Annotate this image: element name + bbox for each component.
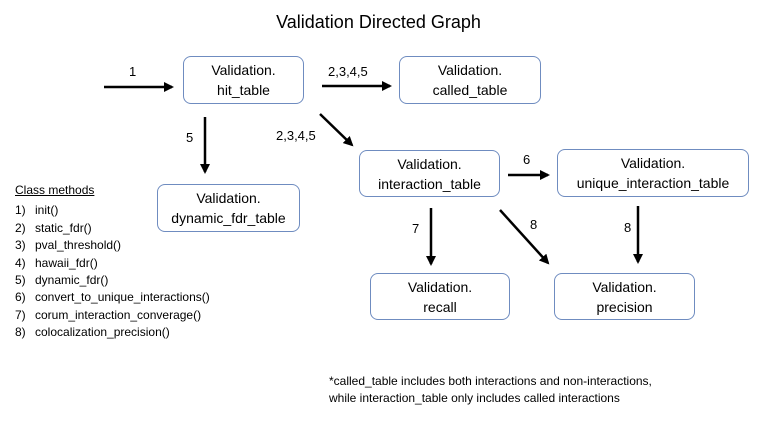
class-method-number: 5): [15, 273, 26, 288]
node-recall-line-1: Validation.: [407, 278, 473, 295]
edge-label-interaction-to-precision: 8: [530, 217, 538, 232]
edge-label-hit-to-dynamic: 5: [186, 130, 194, 145]
node-precision-line-1: Validation.: [592, 278, 657, 295]
class-method-label: pval_threshold(): [35, 238, 122, 253]
class-method-item: 2) static_fdr(): [15, 220, 210, 237]
edge-label-hit-to-called: 2,3,4,5: [328, 64, 368, 79]
class-methods-list: 1) init() 2) static_fdr() 3) pval_threshold…: [15, 202, 210, 341]
class-method-item: 1) init(): [15, 202, 210, 219]
class-method-label: static_fdr(): [35, 220, 92, 235]
node-interaction-table-line-2: interaction_table: [378, 175, 481, 192]
node-called-table-line-2: called_table: [432, 82, 508, 98]
node-unique-interaction-table-line-2: unique_interaction_table: [576, 175, 730, 191]
class-method-number: 2): [15, 220, 26, 235]
class-method-item: 6) convert_to_unique_interactions(): [15, 289, 210, 306]
class-method-item: 8) colocalization_precision(): [15, 324, 210, 341]
node-interaction-table: Validation. interaction_table: [359, 150, 500, 197]
footnote-line-2: while interaction_table only includes ca…: [329, 391, 620, 405]
class-method-item: 7) corum_interaction_converage(): [15, 307, 210, 324]
node-recall-line-2: recall: [423, 298, 457, 315]
class-methods-heading: Class methods: [15, 183, 95, 197]
footnote: *called_table includes both interactions…: [329, 373, 652, 407]
class-method-number: 7): [15, 307, 26, 322]
footnote-line-1: *called_table includes both interactions…: [329, 374, 652, 388]
node-hit-table: Validation. hit_table: [183, 56, 304, 104]
node-called-table-line-1: Validation.: [437, 62, 503, 78]
node-recall: Validation. recall: [370, 273, 510, 320]
node-hit-table-line-2: hit_table: [217, 82, 270, 98]
node-precision-line-2: precision: [596, 298, 653, 315]
edge-label-input: 1: [129, 64, 137, 79]
class-method-number: 8): [15, 325, 26, 340]
edge-label-unique-to-precision: 8: [624, 220, 632, 235]
node-called-table: Validation. called_table: [399, 56, 541, 104]
edge-label-hit-to-interaction: 2,3,4,5: [276, 128, 316, 143]
node-dynamic-fdr-table-line-1: Validation.: [196, 190, 261, 206]
edge-label-interaction-to-unique: 6: [523, 152, 531, 167]
class-method-number: 3): [15, 238, 26, 253]
class-method-label: corum_interaction_converage(): [35, 307, 202, 322]
class-method-number: 1): [15, 203, 26, 218]
class-method-number: 4): [15, 255, 26, 270]
node-dynamic-fdr-table: Validation. dynamic_fdr_table: [157, 184, 300, 232]
class-method-label: dynamic_fdr(): [35, 273, 109, 288]
node-dynamic-fdr-table-line-2: dynamic_fdr_table: [171, 210, 286, 226]
edge-label-interaction-to-recall: 7: [412, 221, 420, 236]
class-method-label: init(): [35, 203, 59, 218]
class-methods-panel: Class methods 1) init() 2) static_fdr() 3)…: [15, 182, 210, 342]
class-method-item: 4) hawaii_fdr(): [15, 255, 210, 272]
class-method-label: colocalization_precision(): [35, 325, 170, 340]
edge-hit-table-to-interaction-table: [319, 113, 354, 147]
class-method-item: 3) pval_threshold(): [15, 237, 210, 254]
node-hit-table-line-1: Validation.: [211, 62, 276, 78]
node-precision: Validation. precision: [554, 273, 695, 320]
class-method-label: hawaii_fdr(): [35, 255, 98, 270]
node-unique-interaction-table: Validation. unique_interaction_table: [557, 149, 749, 197]
class-method-number: 6): [15, 290, 26, 305]
class-method-label: convert_to_unique_interactions(): [35, 290, 210, 305]
edge-interaction-table-to-precision: [499, 209, 550, 265]
class-method-item: 5) dynamic_fdr(): [15, 272, 210, 289]
diagram-title: Validation Directed Graph: [276, 12, 481, 32]
node-interaction-table-line-1: Validation.: [397, 155, 462, 172]
node-unique-interaction-table-line-1: Validation.: [620, 155, 686, 171]
